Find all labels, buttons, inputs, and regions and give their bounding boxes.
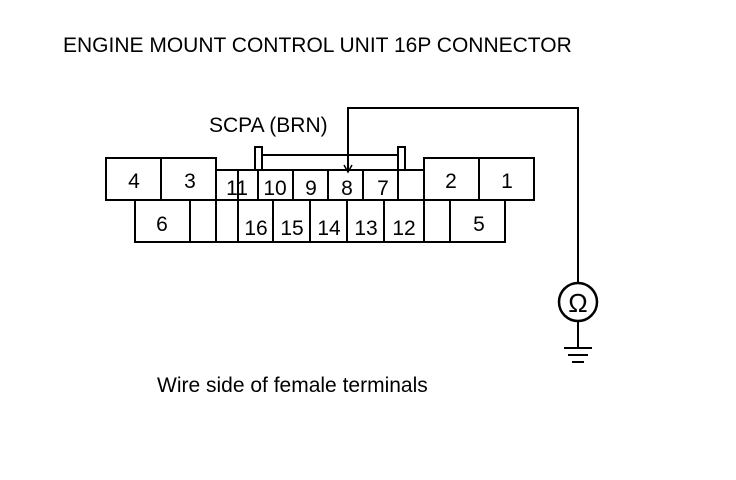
terminal-5: 5 <box>473 213 485 236</box>
diagram-title: ENGINE MOUNT CONTROL UNIT 16P CONNECTOR <box>63 34 572 57</box>
terminal-6: 6 <box>156 213 168 236</box>
ohmmeter-icon: Ω <box>557 281 599 323</box>
ground-icon <box>564 321 592 363</box>
terminal-16: 16 <box>244 217 267 240</box>
terminal-10: 10 <box>263 177 286 200</box>
terminal-9: 9 <box>305 177 317 200</box>
terminal-13: 13 <box>354 217 377 240</box>
probe-wire <box>347 107 579 283</box>
terminal-12: 12 <box>392 217 415 240</box>
terminal-7: 7 <box>377 177 389 200</box>
terminal-2: 2 <box>445 170 457 193</box>
lower-row <box>134 199 506 243</box>
wire-label: SCPA (BRN) <box>209 114 328 137</box>
terminal-11: 11 <box>226 177 248 200</box>
probe-arrow-icon <box>343 164 353 174</box>
terminal-14: 14 <box>317 217 341 240</box>
terminal-3: 3 <box>184 170 196 193</box>
connector-outline <box>105 146 535 243</box>
ohm-symbol: Ω <box>568 288 587 318</box>
terminal-15: 15 <box>280 217 303 240</box>
diagram-caption: Wire side of female terminals <box>157 374 428 397</box>
terminal-4: 4 <box>128 170 140 193</box>
terminal-1: 1 <box>501 170 513 193</box>
terminal-8: 8 <box>341 177 353 200</box>
